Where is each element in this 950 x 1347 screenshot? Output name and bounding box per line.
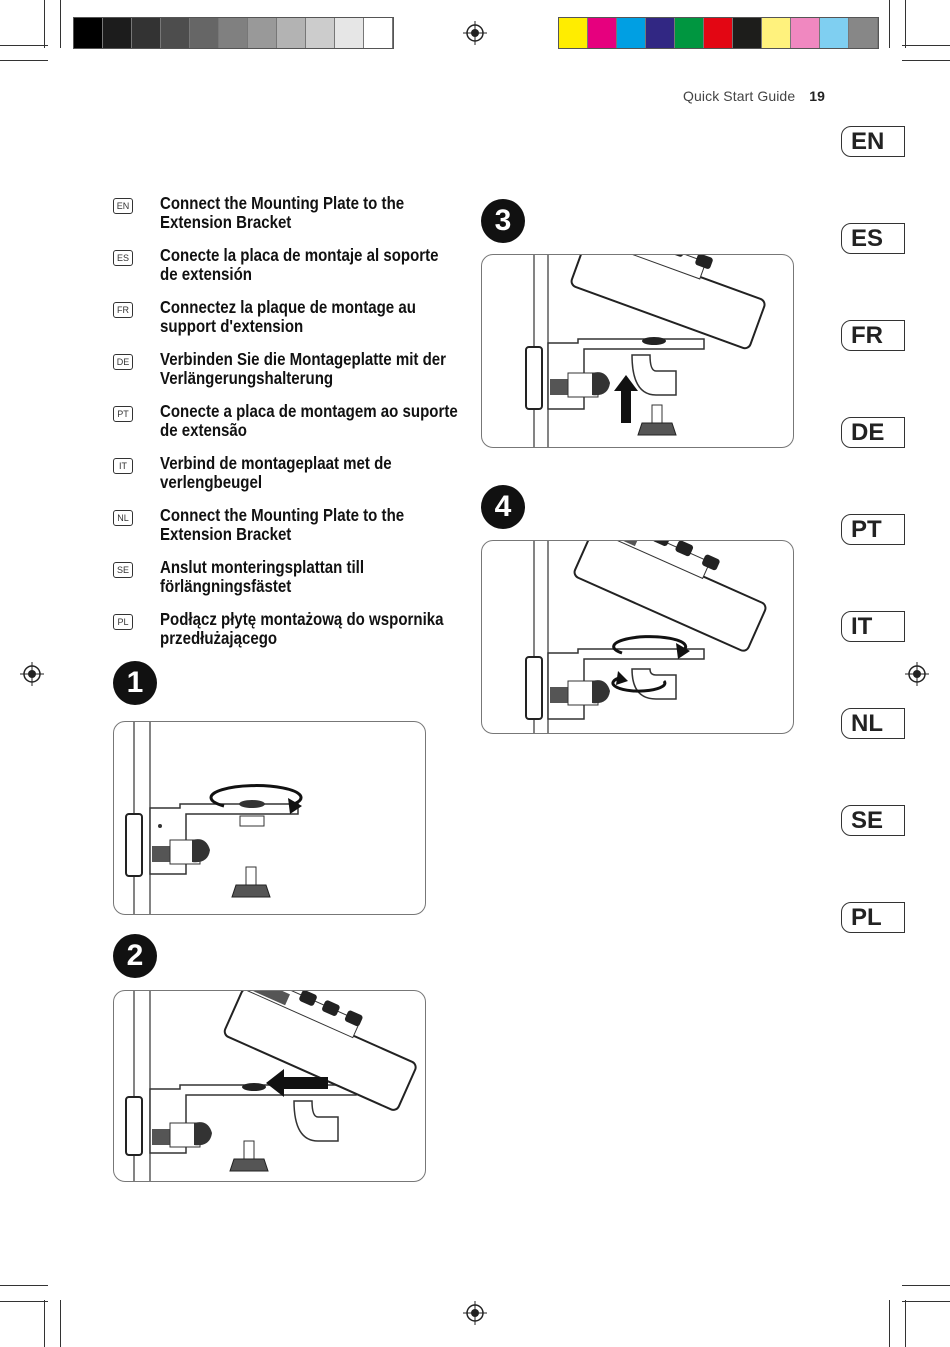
language-code-badge: ES	[113, 250, 133, 266]
crop-mark	[0, 1301, 48, 1302]
crop-mark	[0, 45, 48, 46]
tab-fr[interactable]: FR	[841, 320, 905, 351]
step-2-marker: 2	[113, 934, 157, 978]
instruction-text: Conecte la placa de montaje al soporte d…	[160, 245, 439, 284]
color-swatch	[335, 18, 364, 48]
crop-mark	[902, 45, 950, 46]
crop-mark	[902, 1301, 950, 1302]
step-2-illustration	[113, 990, 426, 1182]
crop-mark	[60, 0, 61, 48]
tab-pt[interactable]: PT	[841, 514, 905, 545]
tab-it[interactable]: IT	[841, 611, 905, 642]
language-code-badge: EN	[113, 198, 133, 214]
color-swatch	[762, 18, 791, 48]
registration-mark-icon	[463, 1301, 487, 1325]
color-swatch	[74, 18, 103, 48]
instruction-text: Podłącz płytę montażową do wspornika prz…	[160, 609, 444, 648]
tab-en[interactable]: EN	[841, 126, 905, 157]
instruction-text: Connect the Mounting Plate to the Extens…	[160, 193, 405, 232]
crop-mark	[905, 1300, 906, 1347]
step-1-illustration	[113, 721, 426, 915]
color-swatch	[132, 18, 161, 48]
color-swatch	[791, 18, 820, 48]
color-swatch	[103, 18, 132, 48]
language-code-badge: PT	[113, 406, 133, 422]
step-3-marker: 3	[481, 199, 525, 243]
color-swatch	[733, 18, 762, 48]
crop-mark	[905, 0, 906, 48]
running-header: Quick Start Guide 19	[683, 88, 825, 104]
tab-de[interactable]: DE	[841, 417, 905, 448]
registration-mark-icon	[20, 662, 44, 686]
registration-mark-icon	[905, 662, 929, 686]
instruction-text: Verbind de montageplaat met de verlengbe…	[160, 453, 392, 492]
step-4-marker: 4	[481, 485, 525, 529]
page-number: 19	[809, 88, 825, 104]
tab-se[interactable]: SE	[841, 805, 905, 836]
guide-title: Quick Start Guide	[683, 88, 796, 104]
color-swatch	[849, 18, 878, 48]
color-swatch	[190, 18, 219, 48]
tab-nl[interactable]: NL	[841, 708, 905, 739]
tab-es[interactable]: ES	[841, 223, 905, 254]
color-swatch	[704, 18, 733, 48]
crop-mark	[0, 1285, 48, 1286]
crop-mark	[44, 0, 45, 48]
language-code-badge: PL	[113, 614, 133, 630]
language-code-badge: DE	[113, 354, 133, 370]
tab-pl[interactable]: PL	[841, 902, 905, 933]
color-swatch	[277, 18, 306, 48]
color-swatch	[820, 18, 849, 48]
step-1-marker: 1	[113, 661, 157, 705]
step-4-illustration	[481, 540, 794, 734]
instruction-text: Verbinden Sie die Montageplatte mit der …	[160, 349, 447, 388]
color-swatch	[559, 18, 588, 48]
language-code-badge: NL	[113, 510, 133, 526]
language-code-badge: SE	[113, 562, 133, 578]
language-code-badge: FR	[113, 302, 133, 318]
crop-mark	[60, 1300, 61, 1347]
grayscale-color-bar	[73, 17, 394, 49]
registration-mark-icon	[463, 21, 487, 45]
crop-mark	[889, 0, 890, 48]
instruction-text: Connectez la plaque de montage au suppor…	[160, 297, 416, 336]
instruction-text: Anslut monteringsplattan till förlängnin…	[160, 557, 365, 596]
step-3-illustration	[481, 254, 794, 448]
color-swatch	[617, 18, 646, 48]
process-color-bar	[558, 17, 879, 49]
color-swatch	[161, 18, 190, 48]
crop-mark	[0, 60, 48, 61]
instruction-text: Connect the Mounting Plate to the Extens…	[160, 505, 405, 544]
color-swatch	[219, 18, 248, 48]
color-swatch	[306, 18, 335, 48]
color-swatch	[364, 18, 393, 48]
instruction-text: Conecte a placa de montagem ao suporte d…	[160, 401, 458, 440]
color-swatch	[675, 18, 704, 48]
color-swatch	[588, 18, 617, 48]
crop-mark	[902, 60, 950, 61]
language-code-badge: IT	[113, 458, 133, 474]
crop-mark	[889, 1300, 890, 1347]
crop-mark	[902, 1285, 950, 1286]
color-swatch	[646, 18, 675, 48]
color-swatch	[248, 18, 277, 48]
crop-mark	[44, 1300, 45, 1347]
